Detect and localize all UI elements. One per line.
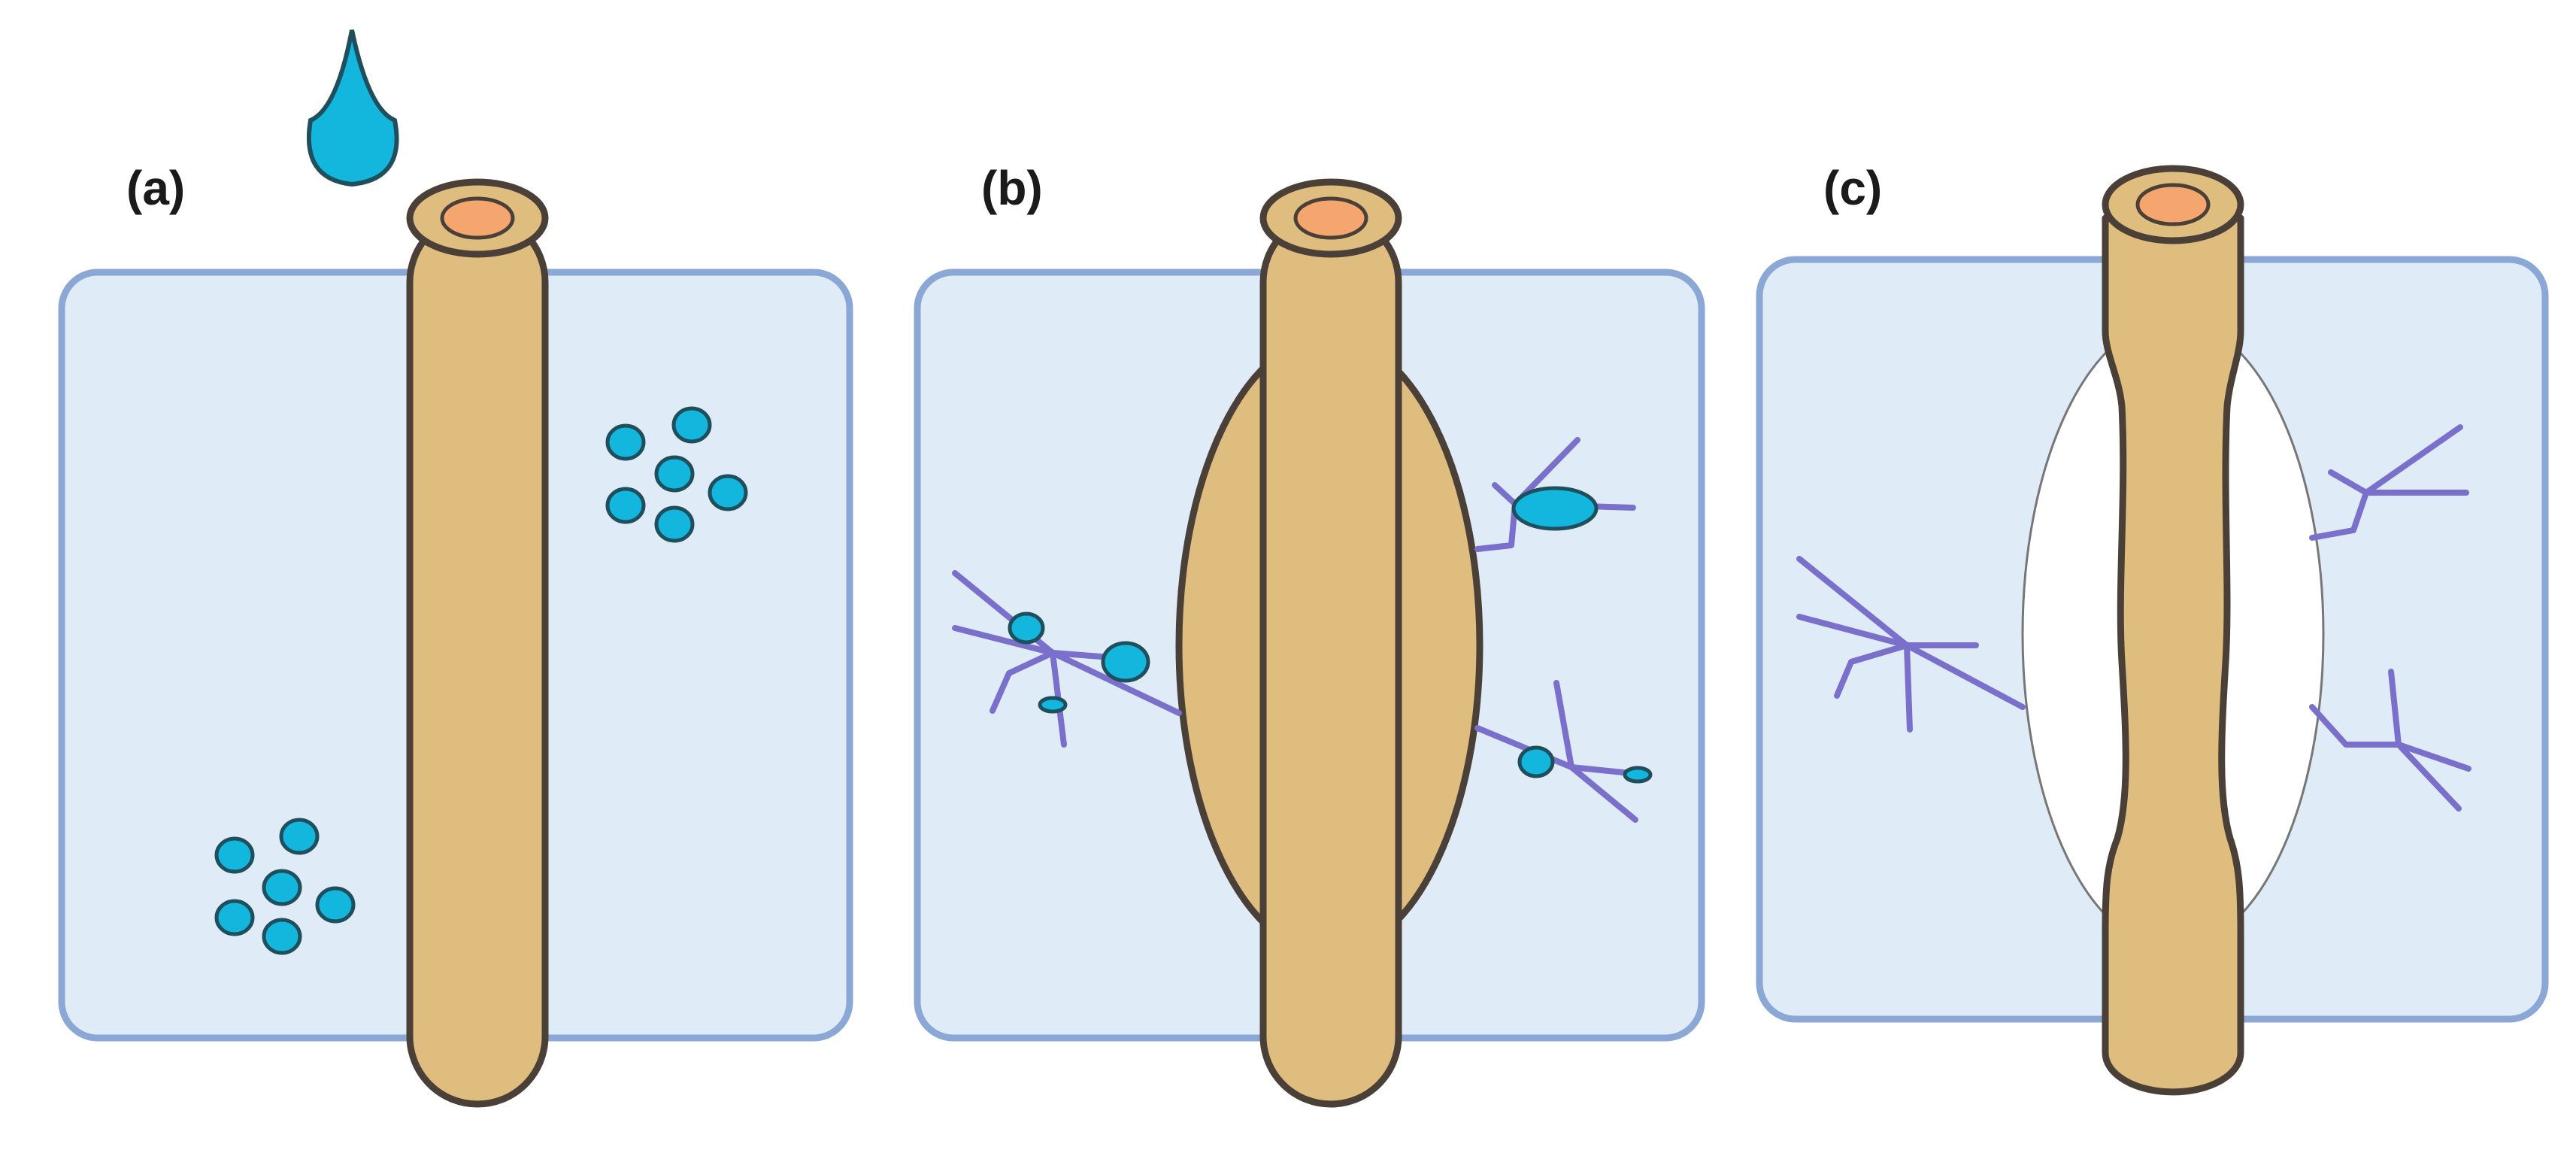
crack-branch: [2388, 669, 2402, 748]
droplet: [605, 487, 646, 524]
panel-c-crack-right-upper: [2309, 424, 2469, 541]
droplet: [654, 505, 695, 543]
crack-branch: [2396, 742, 2462, 812]
panel-a-droplet-cluster-lower: [214, 818, 356, 955]
crack-branch: [1474, 725, 1574, 770]
panel-b-crack-left: [952, 570, 1182, 748]
crack-branch: [1568, 764, 1638, 823]
droplet: [671, 406, 712, 444]
panel-b-pipe-core: [1293, 196, 1368, 240]
droplet: [708, 474, 748, 511]
crack-branch: [1834, 642, 1910, 699]
panel-b-crack-right-lower: [1474, 680, 1653, 823]
panel-b-pipe-body: [1259, 211, 1402, 1108]
droplet: [279, 818, 320, 855]
crack-branch: [2309, 490, 2369, 541]
droplet: [262, 869, 302, 906]
droplet: [1511, 486, 1599, 531]
crack-branch: [2363, 424, 2463, 496]
crack-branch: [989, 650, 1056, 714]
droplet: [1101, 641, 1150, 683]
crack-branch: [1474, 501, 1518, 552]
droplet: [1008, 611, 1045, 645]
crack-branch: [1492, 482, 1518, 507]
crack-branch: [2328, 469, 2369, 496]
droplet: [1517, 745, 1555, 778]
panel-c-pipe-core: [2135, 183, 2211, 226]
panel-c-crack-right-lower: [2309, 669, 2471, 812]
water-drop-icon: [306, 29, 399, 187]
panel-b: (b): [914, 161, 1705, 1108]
droplet: [214, 836, 255, 874]
droplet: [214, 899, 255, 936]
droplet: [654, 455, 695, 493]
panel-b-label: (b): [981, 161, 1043, 215]
droplet: [315, 886, 356, 924]
crack-branch: [952, 625, 1056, 656]
panel-b-crack-right-upper: [1474, 437, 1636, 552]
panel-a-pipe-core: [440, 196, 515, 240]
droplet: [1038, 696, 1068, 714]
crack-branch: [2309, 704, 2402, 748]
droplet: [262, 918, 302, 955]
crack-branch: [1904, 642, 1913, 733]
panel-a-label: (a): [126, 161, 185, 215]
droplet: [1623, 766, 1653, 784]
panel-c-label: (c): [1823, 161, 1882, 215]
droplet: [605, 423, 646, 461]
panel-c: (c): [1756, 161, 2549, 1096]
crack-branch: [1796, 614, 1910, 648]
panel-a: (a): [58, 29, 853, 1108]
panel-c-pipe-corroded-body: [2102, 214, 2244, 1096]
panel-a-pipe-body: [406, 211, 549, 1108]
panel-c-crack-left: [1796, 556, 2026, 733]
crack-branch: [2396, 742, 2471, 772]
panel-a-droplet-cluster-upper: [605, 406, 748, 543]
crack-branch: [1553, 680, 1574, 770]
